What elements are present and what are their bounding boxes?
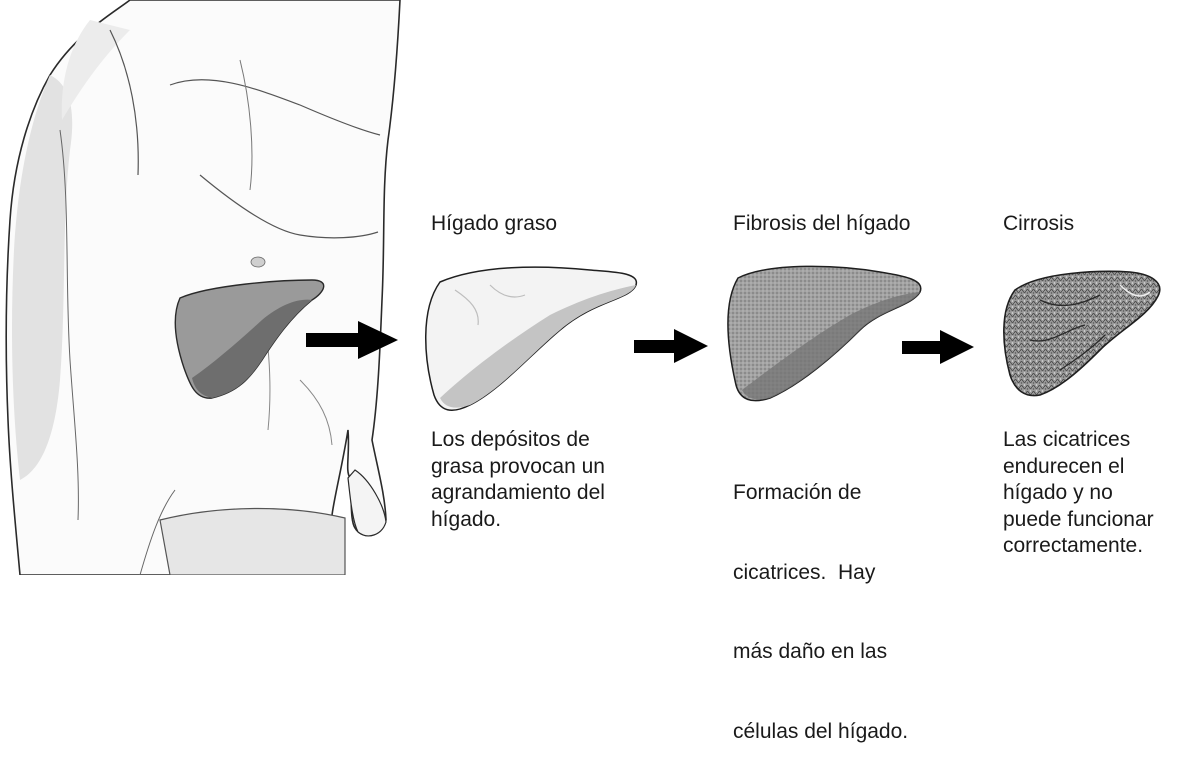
description-line: hígado. xyxy=(431,507,605,534)
liver-icon xyxy=(1004,271,1160,395)
stage-description-fibrosis: Formación de cicatrices. Hay más daño en… xyxy=(733,427,908,772)
description-line: más daño en las xyxy=(733,639,908,666)
liver-icon xyxy=(426,267,637,410)
stage-description-fatty-liver: Los depósitos de grasa provocan un agran… xyxy=(431,427,605,533)
description-line: Los depósitos de xyxy=(431,427,605,454)
stage-title-fatty-liver: Hígado graso xyxy=(431,212,557,236)
arrow-right-icon xyxy=(634,329,708,363)
description-line: cicatrices. Hay xyxy=(733,560,908,587)
stage-title-cirrhosis: Cirrosis xyxy=(1003,212,1074,236)
description-line: hígado y no xyxy=(1003,480,1154,507)
description-line: puede funcionar xyxy=(1003,507,1154,534)
description-line: endurecen el xyxy=(1003,454,1154,481)
torso-illustration xyxy=(6,0,400,575)
description-line: Formación de xyxy=(733,480,908,507)
arrow-right-icon xyxy=(902,330,974,364)
liver-icon xyxy=(728,266,921,400)
description-line: agrandamiento del xyxy=(431,480,605,507)
description-line: grasa provocan un xyxy=(431,454,605,481)
stage-description-cirrhosis: Las cicatrices endurecen el hígado y no … xyxy=(1003,427,1154,560)
stage-title-fibrosis: Fibrosis del hígado xyxy=(733,212,910,236)
description-line: células del hígado. xyxy=(733,719,908,746)
description-line: correctamente. xyxy=(1003,533,1154,560)
description-line: Las cicatrices xyxy=(1003,427,1154,454)
